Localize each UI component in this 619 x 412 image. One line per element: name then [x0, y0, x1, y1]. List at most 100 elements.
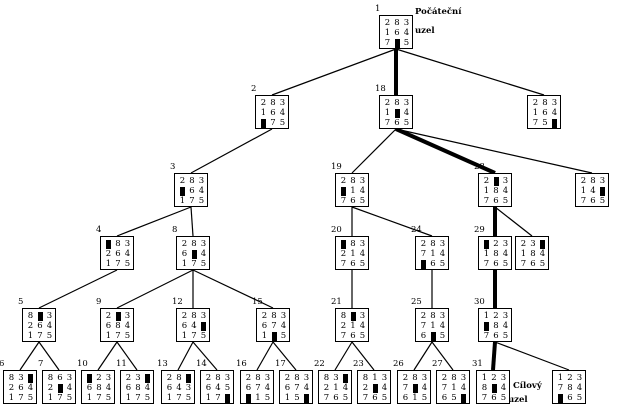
- tile: 6: [493, 331, 499, 341]
- tile: 2: [340, 176, 347, 186]
- tile: 5: [451, 393, 457, 403]
- tile: 2: [491, 373, 497, 383]
- blank-tile: [37, 311, 43, 321]
- tile: 2: [261, 311, 268, 321]
- tile: 8: [255, 373, 261, 383]
- tile: 5: [200, 331, 207, 341]
- tile: 4: [27, 383, 34, 393]
- tile: 2: [384, 18, 391, 28]
- tile: 1: [483, 186, 490, 196]
- node-number: 22: [314, 359, 325, 369]
- tile: 6: [430, 259, 436, 269]
- tile: 2: [8, 383, 15, 393]
- tile: 3: [421, 373, 428, 383]
- tile: 6: [491, 393, 497, 403]
- tile: 6: [284, 383, 291, 393]
- tile: 4: [576, 383, 583, 393]
- tile: 7: [362, 393, 369, 403]
- tile: 8: [271, 311, 277, 321]
- edge-28-r28: [494, 206, 533, 237]
- blank-tile: [343, 373, 348, 383]
- tile: 5: [144, 393, 151, 403]
- node-number: 16: [236, 359, 247, 369]
- node-number: 28: [474, 162, 485, 172]
- tile: 4: [551, 108, 558, 118]
- tile: 4: [539, 249, 546, 259]
- tile: 1: [261, 331, 268, 341]
- node-number: 12: [172, 297, 183, 307]
- tile: 3: [66, 373, 73, 383]
- tile: 3: [439, 311, 446, 321]
- tile: 5: [359, 259, 366, 269]
- node-number: 31: [472, 359, 483, 369]
- blank-tile: [246, 393, 251, 403]
- tile: 7: [340, 259, 347, 269]
- tile: 6: [394, 118, 400, 128]
- tile: 1: [557, 373, 564, 383]
- tile: 6: [205, 383, 212, 393]
- tile: 4: [359, 249, 366, 259]
- node-number: 17: [275, 359, 286, 369]
- tile: 5: [224, 383, 231, 393]
- tile: 3: [530, 239, 536, 249]
- blank-tile: [394, 108, 400, 118]
- tile: 4: [359, 321, 366, 331]
- tile: 2: [166, 373, 173, 383]
- tile: 8: [191, 239, 197, 249]
- tile: 6: [166, 383, 173, 393]
- edge-21-22: [334, 341, 353, 371]
- tile: 6: [105, 321, 112, 331]
- node-number: 27: [432, 359, 443, 369]
- node-number: 18: [375, 84, 386, 94]
- tile: 2: [181, 311, 188, 321]
- tile: 7: [557, 383, 564, 393]
- tile: 4: [264, 383, 271, 393]
- blank-tile: [106, 239, 111, 249]
- node-number: 7: [38, 359, 44, 369]
- tile: 7: [37, 331, 43, 341]
- tile: 7: [215, 393, 221, 403]
- tile: 1: [483, 249, 490, 259]
- tile: 2: [47, 383, 54, 393]
- tile: 7: [176, 393, 182, 403]
- tile: 1: [105, 331, 112, 341]
- tile: 2: [181, 239, 188, 249]
- edge-5-6: [19, 341, 40, 371]
- tile: 4: [198, 186, 205, 196]
- tile: 2: [567, 373, 573, 383]
- tile: 1: [47, 393, 54, 403]
- tile: 7: [340, 196, 347, 206]
- tile: 4: [403, 108, 410, 118]
- goal-node-label-line1: Cílový: [513, 381, 542, 391]
- tile: 2: [27, 321, 34, 331]
- tile: 3: [18, 373, 24, 383]
- edge-8-9: [116, 269, 194, 309]
- tile: 7: [135, 393, 141, 403]
- tile: 4: [144, 383, 151, 393]
- edge-3-4: [116, 206, 192, 237]
- tile: 4: [502, 186, 509, 196]
- tile: 1: [350, 321, 356, 331]
- tile: 7: [294, 383, 300, 393]
- tile: 1: [284, 393, 291, 403]
- tile: 5: [502, 331, 509, 341]
- node-number: 21: [331, 297, 342, 307]
- tile: 5: [359, 331, 366, 341]
- node-number: 2: [251, 84, 257, 94]
- tile: 2: [96, 373, 102, 383]
- tile: 7: [483, 259, 490, 269]
- tile: 1: [350, 249, 356, 259]
- tile: 6: [261, 321, 268, 331]
- tile: 3: [264, 373, 271, 383]
